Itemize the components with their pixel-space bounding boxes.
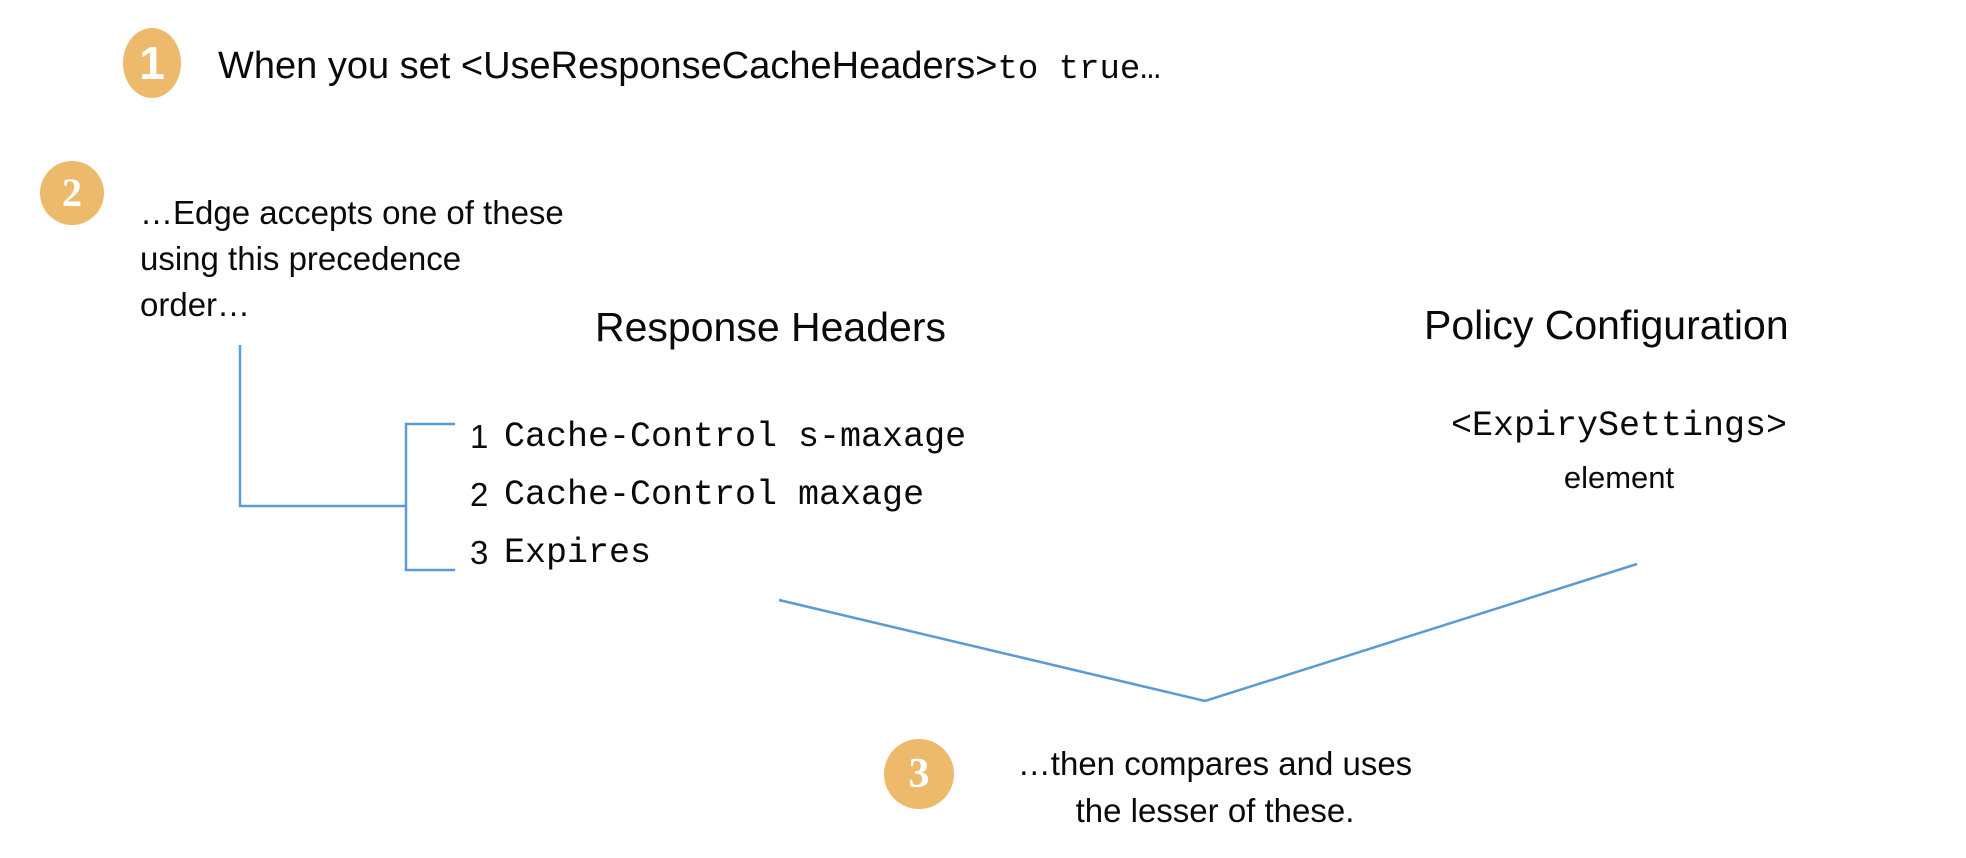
merge-v-connector — [778, 562, 1638, 703]
step-2-caption-line-2: using this precedence — [140, 240, 462, 277]
step-badge-2: 2 — [40, 161, 104, 225]
precedence-list: 1 Cache-Control s-maxage 2 Cache-Control… — [470, 408, 966, 582]
step-3-caption-line-1: …then compares and uses — [1017, 745, 1413, 782]
expiry-settings-element-kind: element — [1563, 460, 1675, 495]
list-item-label: Cache-Control maxage — [504, 475, 925, 515]
expiry-settings-element-name: <ExpirySettings> — [1450, 406, 1788, 446]
policy-configuration-heading: Policy Configuration — [1424, 302, 1789, 348]
step-3-caption-line-2: the lesser of these. — [1075, 792, 1355, 829]
step-2-caption-line-3: order… — [140, 286, 251, 323]
list-item: 1 Cache-Control s-maxage — [470, 408, 966, 466]
step-3-caption: …then compares and uses the lesser of th… — [980, 740, 1450, 834]
list-item-label: Cache-Control s-maxage — [504, 417, 967, 457]
step-2-caption: …Edge accepts one of these using this pr… — [140, 190, 564, 328]
step-1-headline: When you set <UseResponseCacheHeaders> t… — [218, 45, 1161, 89]
step-2-caption-line-1: …Edge accepts one of these — [140, 194, 564, 231]
list-item-index: 3 — [470, 534, 489, 571]
precedence-bracket — [404, 422, 455, 572]
list-item-label: Expires — [504, 533, 652, 573]
step-badge-3: 3 — [884, 739, 954, 809]
step2-elbow-connector — [238, 345, 405, 508]
response-headers-heading: Response Headers — [595, 304, 946, 350]
list-item-index: 1 — [470, 418, 489, 455]
step-1-headline-mono: to true… — [997, 51, 1161, 89]
step-badge-1: 1 — [123, 28, 181, 98]
list-item-index: 2 — [470, 476, 489, 513]
list-item: 3 Expires — [470, 524, 966, 582]
list-item: 2 Cache-Control maxage — [470, 466, 966, 524]
step-1-headline-sans: When you set <UseResponseCacheHeaders> — [218, 45, 998, 87]
